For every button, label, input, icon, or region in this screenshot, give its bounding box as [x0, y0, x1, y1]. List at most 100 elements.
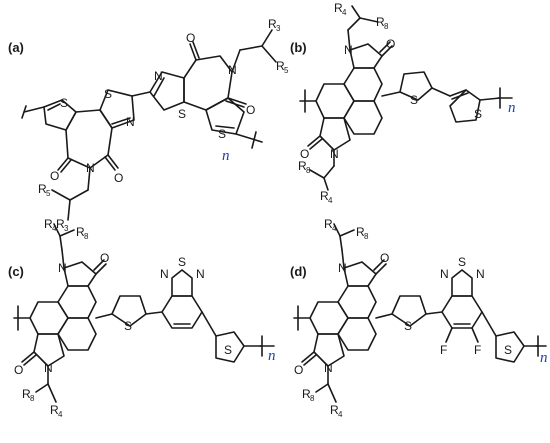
- panel-d-atom-s: S: [504, 343, 512, 357]
- panel-a-r3-lower: R 3: [56, 217, 69, 233]
- panel-a-atom-o: O: [114, 171, 123, 185]
- panel-c-atom-s: S: [224, 343, 232, 357]
- panel-b-atom-n: N: [344, 43, 353, 57]
- panel-c-r8-upper: R 8: [76, 225, 89, 241]
- panel-d-atom-n: N: [440, 267, 449, 281]
- panel-a-r3-upper: R 3: [268, 17, 281, 33]
- svg-text:8: 8: [310, 394, 315, 403]
- panel-d-r8-upper: R 8: [356, 225, 369, 241]
- svg-text:R: R: [268, 17, 277, 31]
- panel-c-r4-lower: R 4: [50, 403, 63, 419]
- panel-a-atom-n: N: [126, 115, 135, 129]
- panel-c-r8-lower: R 8: [22, 387, 35, 403]
- panel-b-structure: [299, 5, 513, 191]
- panel-d-atom-n: N: [324, 361, 333, 375]
- panel-d-atom-o: O: [294, 363, 303, 377]
- svg-text:R: R: [76, 225, 85, 239]
- panel-b-atom-o: O: [386, 37, 395, 51]
- svg-text:4: 4: [338, 410, 343, 419]
- panel-b-atom-s: S: [410, 93, 418, 107]
- panel-c: (c): [8, 217, 276, 419]
- panel-a-atom-s: S: [178, 107, 186, 121]
- panel-d-r4-upper: R 4: [324, 217, 337, 233]
- panel-d-atom-f: F: [440, 343, 447, 357]
- svg-text:8: 8: [84, 232, 89, 241]
- panel-a-atom-s: S: [218, 127, 226, 141]
- panel-a-label: (a): [8, 40, 24, 55]
- panel-a-atom-o: O: [246, 103, 255, 117]
- panel-a-atom-n: N: [86, 161, 95, 175]
- panel-c-atom-o: O: [14, 363, 23, 377]
- svg-text:R: R: [38, 182, 47, 196]
- panel-c-atom-s: S: [178, 255, 186, 269]
- panel-a: (a): [8, 17, 289, 233]
- panel-d-atom-n: N: [338, 261, 347, 275]
- svg-text:4: 4: [58, 410, 63, 419]
- panel-b-r4-upper: R 4: [334, 1, 347, 17]
- panel-c-repeat-n: n: [268, 348, 276, 364]
- panel-a-atom-s: S: [60, 96, 68, 110]
- panel-c-atom-n: N: [160, 267, 169, 281]
- svg-text:3: 3: [276, 24, 281, 33]
- svg-text:R: R: [334, 1, 343, 15]
- panel-d-atom-s: S: [404, 319, 412, 333]
- svg-text:R: R: [320, 189, 329, 203]
- panel-b-r8-upper: R 8: [376, 15, 389, 31]
- panel-c-atom-s: S: [124, 319, 132, 333]
- svg-text:4: 4: [342, 8, 347, 17]
- panel-c-atom-n: N: [58, 261, 67, 275]
- panel-d-atom-o: O: [380, 251, 389, 265]
- panel-d-atom-n: N: [476, 267, 485, 281]
- panel-c-atom-n: N: [196, 267, 205, 281]
- panel-d-r4-lower: R 4: [330, 403, 343, 419]
- panel-a-atom-n: N: [154, 69, 163, 83]
- svg-text:8: 8: [30, 394, 35, 403]
- panel-d-atom-f: F: [474, 343, 481, 357]
- svg-text:R: R: [302, 387, 311, 401]
- panel-d-r8-lower: R 8: [302, 387, 315, 403]
- panel-a-r5-lower: R 5: [38, 182, 51, 198]
- panel-d: (d): [290, 217, 548, 419]
- svg-text:R: R: [356, 225, 365, 239]
- svg-text:R: R: [324, 217, 333, 231]
- svg-text:5: 5: [284, 66, 289, 75]
- panel-d-label: (d): [290, 264, 307, 279]
- svg-text:R: R: [50, 403, 59, 417]
- svg-text:R: R: [44, 217, 53, 231]
- svg-text:R: R: [56, 217, 65, 231]
- svg-text:R: R: [276, 59, 285, 73]
- panel-d-structure: [293, 223, 547, 403]
- panel-a-structure: [21, 29, 277, 221]
- svg-text:4: 4: [328, 196, 333, 205]
- svg-text:R: R: [298, 159, 307, 173]
- panel-c-atom-n: N: [44, 361, 53, 375]
- panel-b-repeat-n: n: [508, 100, 516, 116]
- panel-c-atom-o: O: [100, 251, 109, 265]
- panel-b-r4-lower: R 4: [320, 189, 333, 205]
- svg-text:8: 8: [364, 232, 369, 241]
- svg-text:8: 8: [306, 166, 311, 175]
- svg-text:R: R: [376, 15, 385, 29]
- panel-b-atom-n: N: [330, 147, 339, 161]
- panel-a-atom-n: N: [228, 63, 237, 77]
- svg-text:3: 3: [64, 224, 69, 233]
- panel-d-atom-s: S: [458, 255, 466, 269]
- panel-b-r8-lower: R 8: [298, 159, 311, 175]
- svg-text:R: R: [330, 403, 339, 417]
- svg-text:8: 8: [384, 22, 389, 31]
- panel-c-structure: [13, 223, 275, 403]
- panel-b-label: (b): [290, 40, 307, 55]
- panel-b: (b): [290, 1, 516, 205]
- panel-a-atom-o: O: [50, 169, 59, 183]
- panel-a-atom-s: S: [104, 87, 112, 101]
- panel-a-atom-o: O: [186, 31, 195, 45]
- panel-c-r4-upper: R 4: [44, 217, 57, 233]
- panel-a-r5-upper: R 5: [276, 59, 289, 75]
- panel-c-label: (c): [8, 264, 24, 279]
- panel-b-atom-s: S: [474, 107, 482, 121]
- svg-text:R: R: [22, 387, 31, 401]
- svg-text:4: 4: [52, 224, 57, 233]
- panel-a-repeat-n: n: [222, 148, 230, 164]
- svg-text:4: 4: [332, 224, 337, 233]
